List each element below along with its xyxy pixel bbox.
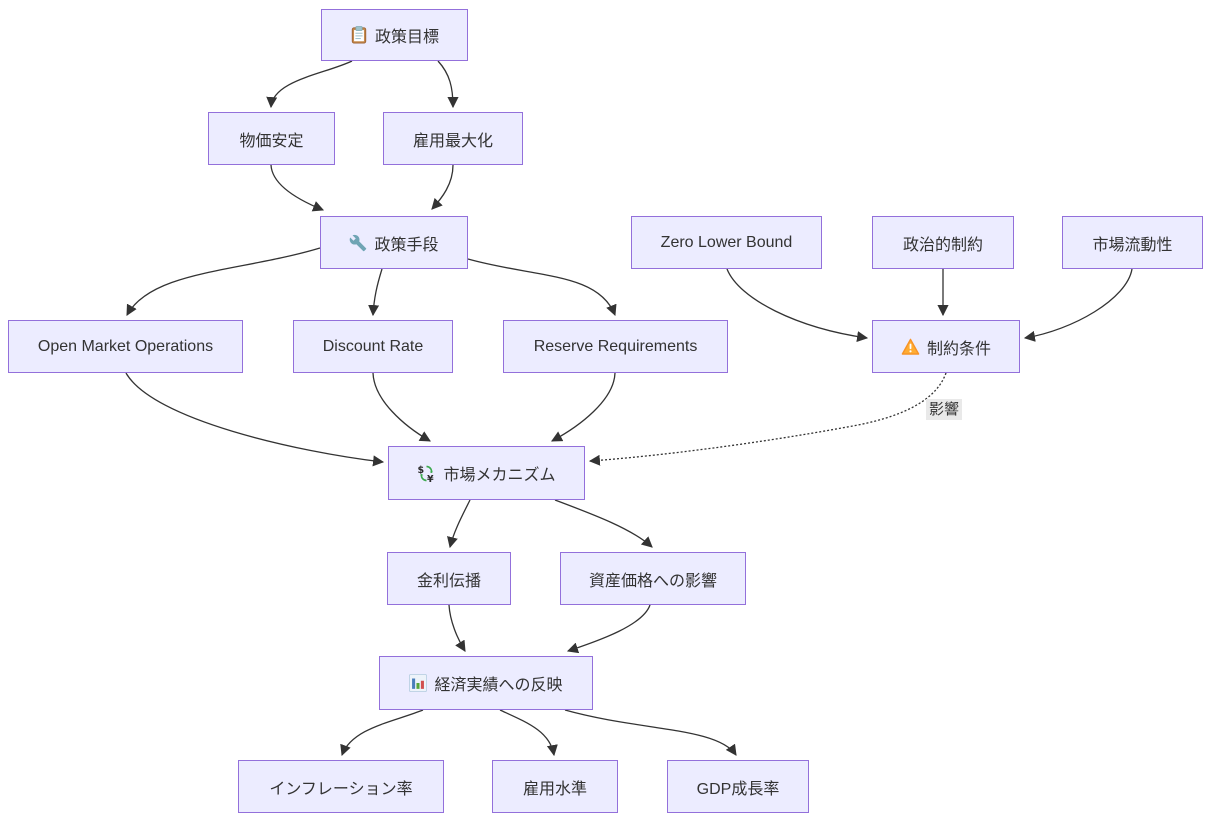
node-label: 雇用最大化 bbox=[412, 132, 493, 150]
edge-economic-performance-gdp-growth bbox=[564, 709, 737, 756]
edge-market-mechanism-interest-transmission bbox=[447, 499, 471, 549]
node-label: 資産価格への影響 bbox=[588, 572, 717, 590]
node-label: 雇用水準 bbox=[522, 780, 587, 798]
node-label: 市場流動性 bbox=[1092, 236, 1173, 254]
edge-policy-goals-employment-max bbox=[437, 60, 459, 109]
edge-employment-max-policy-instruments bbox=[431, 164, 454, 210]
node-policy-goals: 政策目標 bbox=[321, 9, 468, 61]
edge-interest-transmission-economic-performance bbox=[448, 604, 466, 652]
node-open-market-operations: Open Market Operations bbox=[8, 320, 243, 373]
node-label: 政策手段 bbox=[374, 236, 439, 254]
edge-market-mechanism-asset-price-impact bbox=[554, 499, 653, 548]
edge-reserve-requirements-market-mechanism bbox=[551, 372, 616, 442]
node-discount-rate: Discount Rate bbox=[293, 320, 453, 373]
edge-economic-performance-employment-level bbox=[499, 709, 558, 757]
edge-zero-lower-bound-constraints bbox=[726, 268, 869, 343]
node-label: Reserve Requirements bbox=[533, 337, 698, 355]
wrench-icon bbox=[349, 234, 367, 252]
node-market-mechanism: $ ¥ 市場メカニズム bbox=[388, 446, 585, 500]
node-reserve-requirements: Reserve Requirements bbox=[503, 320, 728, 373]
node-label: 金利伝播 bbox=[416, 572, 481, 590]
node-label: GDP成長率 bbox=[696, 780, 780, 798]
edge-constraints-market-mechanism bbox=[588, 372, 947, 466]
node-label: Discount Rate bbox=[322, 337, 424, 355]
node-employment-level: 雇用水準 bbox=[492, 760, 618, 813]
node-interest-transmission: 金利伝播 bbox=[387, 552, 511, 605]
node-political-constraints: 政治的制約 bbox=[872, 216, 1014, 269]
node-label: 政策目標 bbox=[374, 29, 439, 46]
node-label: 物価安定 bbox=[239, 132, 304, 150]
node-zero-lower-bound: Zero Lower Bound bbox=[631, 216, 822, 269]
node-label: 政治的制約 bbox=[902, 236, 983, 254]
edge-label-influence: 影響 bbox=[926, 399, 963, 420]
edge-economic-performance-inflation-rate bbox=[340, 709, 424, 757]
node-constraints: 制約条件 bbox=[872, 320, 1020, 373]
edge-policy-goals-price-stability bbox=[266, 60, 353, 109]
edge-market-liquidity-constraints bbox=[1023, 268, 1133, 342]
node-market-liquidity: 市場流動性 bbox=[1062, 216, 1203, 269]
warning-icon bbox=[901, 338, 920, 356]
edge-policy-instruments-discount-rate bbox=[368, 268, 383, 317]
node-inflation-rate: インフレーション率 bbox=[238, 760, 444, 813]
bar-chart-icon bbox=[409, 674, 428, 692]
node-asset-price-impact: 資産価格への影響 bbox=[560, 552, 746, 605]
edge-price-stability-policy-instruments bbox=[270, 164, 325, 212]
edge-discount-rate-market-mechanism bbox=[372, 372, 431, 442]
clipboard-icon bbox=[350, 26, 368, 44]
node-gdp-growth: GDP成長率 bbox=[667, 760, 809, 813]
node-label: Zero Lower Bound bbox=[660, 233, 793, 251]
node-label: Open Market Operations bbox=[37, 337, 214, 355]
svg-text:¥: ¥ bbox=[427, 474, 434, 483]
svg-text:$: $ bbox=[418, 465, 425, 476]
node-label: 経済実績への反映 bbox=[434, 677, 563, 694]
edge-policy-instruments-reserve-requirements bbox=[467, 258, 617, 317]
edge-policy-instruments-open-market-operations bbox=[126, 247, 321, 316]
node-label: 市場メカニズム bbox=[443, 467, 556, 484]
currency-exchange-icon: $ ¥ bbox=[417, 464, 436, 483]
node-label: 制約条件 bbox=[926, 340, 991, 358]
node-economic-performance: 経済実績への反映 bbox=[379, 656, 593, 710]
node-employment-max: 雇用最大化 bbox=[383, 112, 523, 165]
node-label: インフレーション率 bbox=[269, 780, 413, 798]
node-policy-instruments: 政策手段 bbox=[320, 216, 468, 269]
edge-open-market-operations-market-mechanism bbox=[125, 372, 385, 467]
edge-asset-price-impact-economic-performance bbox=[566, 604, 651, 654]
node-price-stability: 物価安定 bbox=[208, 112, 335, 165]
